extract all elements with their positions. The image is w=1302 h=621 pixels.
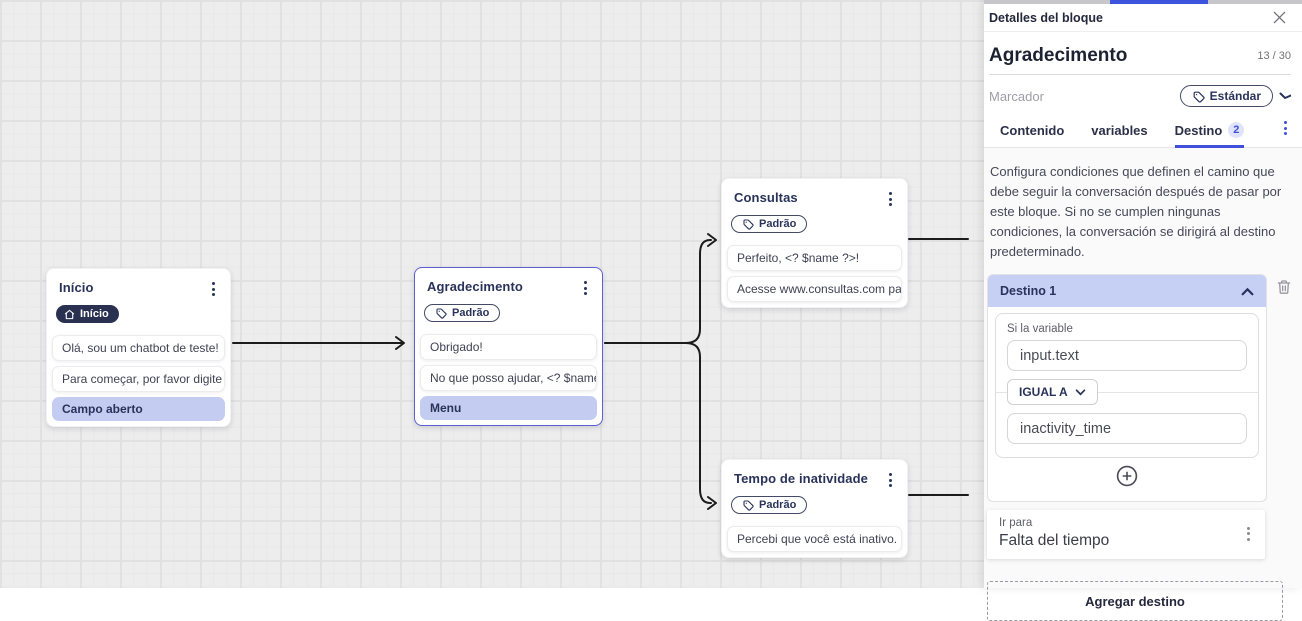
destino-card: Destino 1 Si la variable IGUAL A [987, 274, 1267, 502]
block-name-input[interactable]: Agradecimento [989, 45, 1128, 66]
block-details-panel: Detalles del bloque Agradecimento 13 / 3… [984, 0, 1302, 621]
goto-card[interactable]: Ir para Falta del tiempo [987, 510, 1265, 559]
badge-label: Padrão [759, 218, 797, 230]
goto-value: Falta del tiempo [999, 532, 1110, 549]
badge-label: Padrão [452, 307, 490, 319]
tag-icon [1193, 91, 1205, 103]
chevron-down-icon [1075, 388, 1085, 395]
value-input[interactable] [1007, 413, 1247, 444]
add-destino-button[interactable]: Agregar destino [987, 581, 1283, 621]
marker-label: Marcador [989, 88, 1044, 104]
message-row[interactable]: Olá, sou um chatbot de teste! [52, 334, 225, 361]
panel-title: Detalles del bloque [989, 10, 1103, 25]
node-title: Consultas [734, 190, 798, 205]
add-condition-button[interactable] [1116, 465, 1138, 487]
char-counter: 13 / 30 [1257, 50, 1291, 62]
goto-menu-icon[interactable] [1244, 525, 1253, 543]
close-icon[interactable] [1272, 10, 1287, 25]
tag-icon [743, 500, 754, 511]
node-title: Início [59, 280, 94, 295]
destino-card-header[interactable]: Destino 1 [988, 275, 1266, 307]
condition-label: Si la variable [1007, 323, 1073, 335]
flow-node-consultas[interactable]: Consultas Padrão Perfeito, <? $name ?>! … [721, 178, 908, 308]
node-menu-icon[interactable] [581, 279, 590, 297]
home-icon [64, 309, 75, 319]
node-menu-icon[interactable] [886, 190, 895, 208]
operator-select[interactable]: IGUAL A [1007, 379, 1098, 405]
delete-destino-button[interactable] [1276, 278, 1292, 296]
panel-top-strip [984, 0, 1302, 4]
tab-variables[interactable]: variables [1091, 123, 1148, 138]
chevron-up-icon [1241, 287, 1254, 295]
trash-icon [1277, 280, 1291, 294]
flow-node-inicio[interactable]: Início Início Olá, sou um chatbot de tes… [46, 268, 231, 427]
message-row[interactable]: Acesse www.consultas.com par... [727, 276, 902, 302]
message-row[interactable]: Percebi que você está inativo. C... [727, 526, 902, 552]
message-row[interactable]: No que posso ajudar, <? $name ... [420, 365, 597, 391]
menu-row[interactable]: Menu [420, 396, 597, 420]
chevron-down-icon [1279, 92, 1291, 100]
goto-label: Ir para [999, 517, 1033, 529]
tag-icon [743, 219, 754, 230]
badge-label: Início [80, 308, 109, 320]
destino-card-title: Destino 1 [1000, 284, 1057, 298]
destino-count-badge: 2 [1228, 122, 1245, 138]
marker-value: Estándar [1209, 89, 1261, 103]
destino-description: Configura condiciones que definen el cam… [990, 164, 1282, 259]
node-title: Agradecimento [427, 279, 523, 294]
flow-node-agradecimento[interactable]: Agradecimento Padrão Obrigado! No que po… [414, 267, 603, 426]
active-tab-indicator [1110, 0, 1208, 4]
node-menu-icon[interactable] [886, 471, 895, 489]
variable-input[interactable] [1007, 340, 1247, 371]
inicio-badge: Início [56, 305, 119, 323]
plus-circle-icon [1116, 465, 1138, 487]
message-row[interactable]: Perfeito, <? $name ?>! [727, 245, 902, 271]
tab-contenido[interactable]: Contenido [1000, 123, 1065, 138]
badge-label: Padrão [759, 499, 797, 511]
padrao-badge: Padrão [424, 304, 501, 322]
message-row[interactable]: Obrigado! [420, 334, 597, 360]
open-field-row[interactable]: Campo aberto [52, 396, 225, 421]
message-row[interactable]: Para começar, por favor digite o ... [52, 365, 225, 392]
node-menu-icon[interactable] [209, 280, 218, 298]
padrao-badge: Padrão [731, 496, 808, 514]
tag-icon [436, 308, 447, 319]
tab-options-icon[interactable] [1281, 119, 1290, 137]
node-title: Tempo de inatividade [734, 471, 868, 486]
tab-destino[interactable]: Destino 2 [1174, 116, 1245, 148]
condition-box: Si la variable IGUAL A [995, 313, 1259, 458]
flow-node-tempo-inatividade[interactable]: Tempo de inatividade Padrão Percebi que … [721, 459, 908, 558]
padrao-badge: Padrão [731, 215, 808, 233]
marker-dropdown[interactable]: Estándar [1179, 85, 1291, 107]
